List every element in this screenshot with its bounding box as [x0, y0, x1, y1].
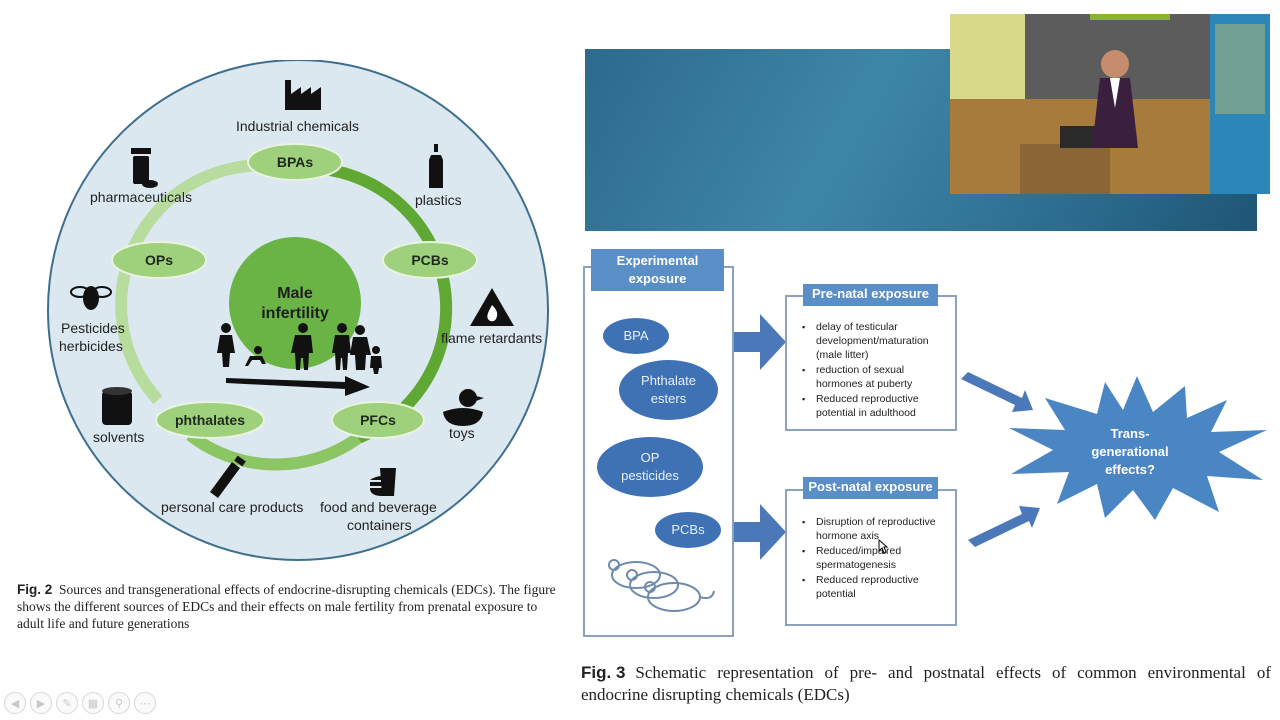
pen-icon[interactable]: ✎: [56, 692, 78, 714]
effects-label: Trans- generational effects?: [1070, 425, 1190, 479]
fast-food-icon: [370, 468, 396, 496]
label-plastics: plastics: [415, 192, 462, 208]
effects-line3: effects?: [1105, 462, 1155, 477]
node-pfcs: PFCs: [360, 412, 396, 428]
bottle-icon: [429, 144, 443, 188]
fig2-caption: Fig. 2 Sources and transgenerational eff…: [17, 581, 577, 632]
factory-icon: [285, 80, 321, 110]
prenatal-list: delay of testicular development/maturati…: [800, 320, 950, 421]
fig3-caption-label: Fig. 3: [581, 663, 626, 682]
label-pesticides: Pesticides: [61, 320, 125, 336]
node-phthalates-shape: [155, 401, 265, 439]
postnatal-item: Disruption of reproductive hormone axis: [800, 515, 950, 543]
zoom-icon[interactable]: ⚲: [108, 692, 130, 714]
node-bpas-shape: [247, 143, 343, 181]
mice-icon: [608, 559, 715, 612]
postnatal-item: Reduced/impaired spermatogenesis: [800, 544, 950, 572]
node-ops: OPs: [144, 252, 173, 268]
arrow-to-postnatal: [734, 504, 786, 560]
speaker-video[interactable]: [950, 14, 1270, 194]
node-bpas: BPAs: [276, 154, 314, 170]
label-herbicides: herbicides: [59, 338, 123, 354]
prenatal-item: Reduced reproductive potential in adulth…: [800, 392, 950, 420]
node-ops-shape: [111, 241, 207, 279]
ring-light-arc: [115, 159, 276, 405]
prenatal-item: delay of testicular development/maturati…: [800, 320, 950, 362]
agent-phthalate-line2: esters: [650, 391, 687, 406]
fig2-caption-line2: shows the different sources of EDCs and …: [17, 599, 538, 614]
speaker-video-scene: [950, 14, 1270, 194]
agent-bpa: BPA: [603, 318, 669, 354]
arrow-prenatal-to-effects: [961, 372, 1033, 412]
label-solvents: solvents: [93, 429, 145, 445]
effects-starburst: [1009, 376, 1267, 520]
fig2-caption-line3: adult life and future generations: [17, 616, 190, 631]
agent-phthalate-line1: Phthalate: [641, 373, 696, 388]
effects-line1: Trans-: [1110, 426, 1150, 441]
label-industrial-chemicals: Industrial chemicals: [236, 118, 359, 134]
prenatal-item: reduction of sexual hormones at puberty: [800, 363, 950, 391]
arrows-layer: [734, 314, 1040, 560]
node-pfcs-shape: [331, 401, 425, 439]
arrow-postnatal-to-effects: [968, 506, 1040, 547]
label-food-beverage: food and beverage: [320, 499, 437, 515]
exp-title-line1: Experimental: [616, 253, 699, 268]
ring-bottom-arc: [186, 430, 362, 471]
exp-title: Experimental exposure: [591, 249, 724, 291]
fig2-caption-label: Fig. 2: [17, 582, 53, 597]
node-phthalates: phthalates: [174, 412, 245, 428]
solvent-can-icon: [102, 387, 132, 425]
fig3-caption: Fig. 3 Schematic representation of pre- …: [581, 662, 1271, 706]
postnatal-list: Disruption of reproductive hormone axis …: [800, 515, 950, 602]
prev-icon[interactable]: ◀: [4, 692, 26, 714]
label-pharmaceuticals: pharmaceuticals: [90, 189, 192, 205]
center-label: Male infertility: [230, 284, 360, 324]
label-toys: toys: [449, 425, 475, 441]
slideshow-toolbar: ◀ ▶ ✎ ▦ ⚲ ⋯: [4, 692, 156, 716]
duck-icon: [443, 389, 484, 426]
agent-pcbs-label: PCBs: [671, 522, 705, 537]
agent-pcbs: PCBs: [655, 512, 721, 548]
bee-icon: [70, 286, 112, 310]
agent-op: OP pesticides: [597, 437, 703, 497]
agent-bpa-label: BPA: [623, 328, 649, 343]
fig3-caption-line1: Schematic representation of pre- and pos…: [635, 663, 1271, 682]
family-icon: [217, 323, 382, 396]
pill-bottle-icon: [131, 148, 158, 188]
arrow-to-prenatal: [734, 314, 786, 370]
agent-phthalate: Phthalate esters: [619, 360, 718, 420]
flame-warning-icon: [470, 288, 514, 326]
prenatal-title: Pre-natal exposure: [803, 284, 938, 306]
center-circle: [229, 237, 361, 369]
postnatal-item: Reduced reproductive potential: [800, 573, 950, 601]
edc-sources-diagram: [47, 60, 549, 561]
effects-line2: generational: [1091, 444, 1169, 459]
node-pcbs: PCBs: [411, 252, 449, 268]
fig2-caption-line1: Sources and transgenerational effects of…: [59, 582, 556, 597]
center-label-line1: Male: [277, 285, 313, 302]
next-icon[interactable]: ▶: [30, 692, 52, 714]
slides-icon[interactable]: ▦: [82, 692, 104, 714]
label-personal-care: personal care products: [161, 499, 304, 515]
fig3-caption-line2: endocrine disrupting chemicals (EDCs): [581, 685, 850, 704]
cursor-icon: [878, 539, 888, 554]
label-flame-retardants: flame retardants: [441, 330, 543, 346]
center-label-line2: infertility: [261, 305, 329, 322]
more-icon[interactable]: ⋯: [134, 692, 156, 714]
node-pcbs-shape: [382, 241, 478, 279]
lotion-tube-icon: [210, 455, 246, 498]
label-containers: containers: [347, 517, 412, 533]
postnatal-title: Post-natal exposure: [803, 477, 938, 499]
agent-op-line1: OP: [640, 450, 660, 465]
exp-title-line2: exposure: [628, 271, 687, 286]
agent-op-line2: pesticides: [621, 468, 679, 483]
